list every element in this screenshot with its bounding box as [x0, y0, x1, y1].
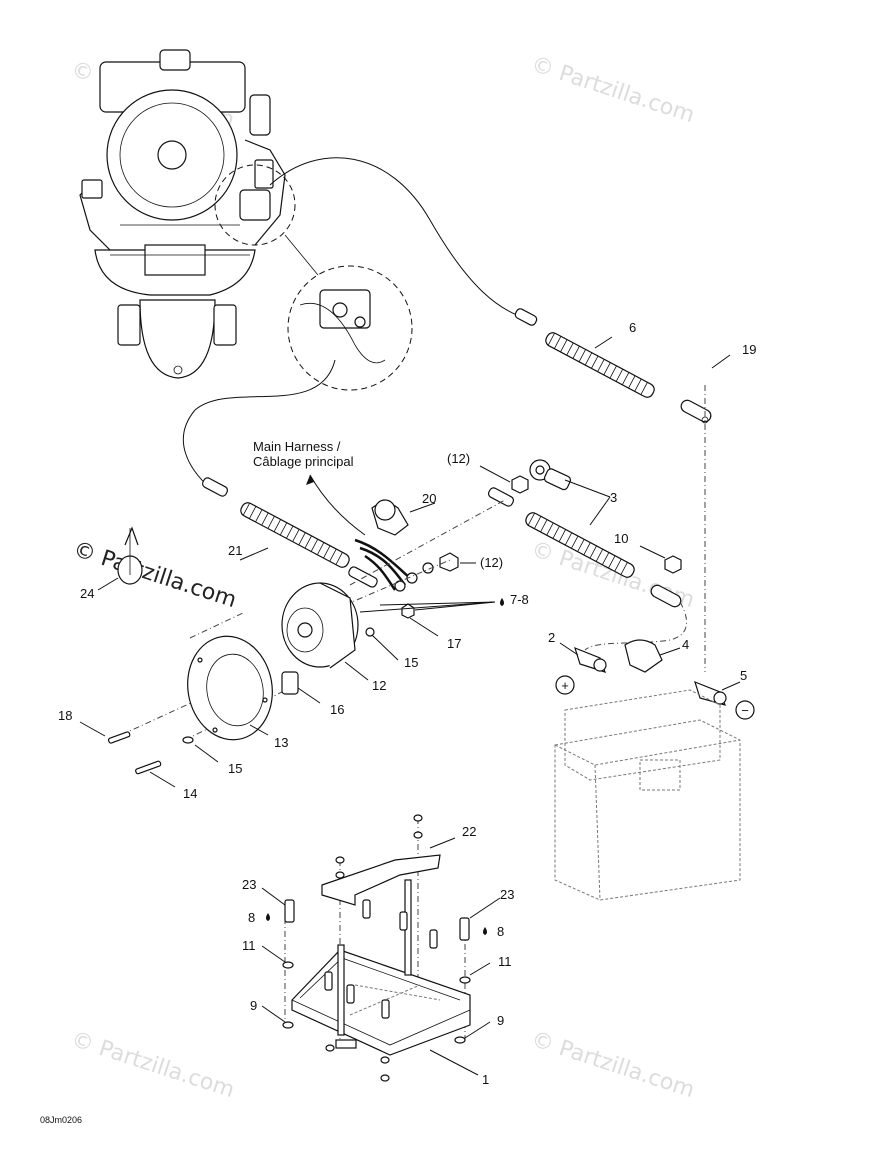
- callout-9-left: 9: [250, 998, 257, 1013]
- callout-12-paren-top: (12): [447, 451, 470, 466]
- minus-sign: −: [741, 703, 749, 718]
- harness-label-line1: Main Harness /: [253, 439, 341, 454]
- flange-13: [187, 635, 273, 741]
- watermark-dark: © Partzilla.com: [70, 537, 239, 613]
- callout-11-left: 11: [242, 938, 256, 953]
- callout-10: 10: [614, 531, 628, 546]
- drop-icon-8-right: [483, 927, 487, 935]
- starter-motor-12: [281, 582, 415, 669]
- detail-inset: [214, 164, 413, 391]
- callout-4: 4: [682, 637, 689, 652]
- callout-5: 5: [740, 668, 747, 683]
- callout-8-left: 8: [248, 910, 255, 925]
- drawing-code: 08Jm0206: [40, 1115, 82, 1125]
- callout-13: 13: [274, 735, 288, 750]
- callout-19: 19: [742, 342, 756, 357]
- drop-icon-8-left: [266, 913, 270, 921]
- callout-2: 2: [548, 630, 555, 645]
- callout-21: 21: [228, 543, 242, 558]
- terminal-clamps: [574, 639, 727, 706]
- tray-fasteners: [282, 814, 471, 1082]
- hold-down-bracket-22: [321, 854, 441, 1049]
- callout-12-paren-mid: (12): [480, 555, 503, 570]
- plus-sign: +: [561, 678, 569, 693]
- callout-3: 3: [610, 490, 617, 505]
- callout-14: 14: [183, 786, 197, 801]
- callout-18: 18: [58, 708, 72, 723]
- callout-6: 6: [629, 320, 636, 335]
- watermark-bottom-left: © Partzilla.com: [68, 1027, 237, 1103]
- callout-1: 1: [482, 1072, 489, 1087]
- callout-24: 24: [80, 586, 94, 601]
- callout-9-right: 9: [497, 1013, 504, 1028]
- nuts-12: [439, 475, 529, 572]
- battery-ghost: [554, 689, 741, 901]
- main-harness-annotation: Main Harness / Câblage principal: [253, 439, 354, 469]
- spacer-16: [281, 671, 299, 695]
- callout-11-right: 11: [498, 954, 512, 969]
- part-20-cap: [371, 499, 409, 536]
- sealant-drop-icons: [266, 598, 504, 935]
- callout-8-right: 8: [497, 924, 504, 939]
- callout-labels: 6 19 (12) 3 20 10 (12) 7-8 17 2 4 5 21 2…: [58, 320, 756, 1087]
- callout-16: 16: [330, 702, 344, 717]
- harness-label-line2: Câblage principal: [253, 454, 354, 469]
- watermark-top-right: © Partzilla.com: [528, 52, 697, 128]
- bolts-18-14: [107, 731, 194, 775]
- callout-23-right: 23: [500, 887, 514, 902]
- watermark-bottom-right: © Partzilla.com: [528, 1027, 697, 1103]
- positive-terminal-symbol: [555, 675, 575, 695]
- negative-terminal-symbol: [735, 700, 755, 720]
- part-24-clip: [117, 526, 143, 585]
- battery-tray-1: [291, 949, 471, 1056]
- callout-leaders: [79, 336, 741, 1076]
- callout-20: 20: [422, 491, 436, 506]
- callout-23-left: 23: [242, 877, 256, 892]
- main-harness-wires: [306, 474, 434, 592]
- callout-17: 17: [447, 636, 461, 651]
- drop-icon-7-8: [500, 598, 504, 606]
- engine-illustration: [79, 49, 286, 379]
- cable-6: [269, 157, 712, 424]
- callout-15-bottom: 15: [228, 761, 242, 776]
- cable-21: [182, 359, 378, 588]
- cable-3: [487, 459, 682, 608]
- callout-22: 22: [462, 824, 476, 839]
- callout-15-top: 15: [404, 655, 418, 670]
- callout-12: 12: [372, 678, 386, 693]
- polarity-symbols: + −: [555, 675, 755, 720]
- callout-7-8: 7-8: [510, 592, 529, 607]
